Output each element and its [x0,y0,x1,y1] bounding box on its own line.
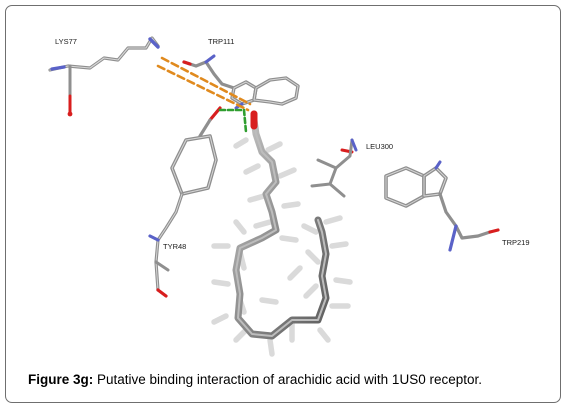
hbond-lys77-2 [156,64,250,112]
residue-trp219 [384,160,500,252]
residue-tyr48 [148,106,222,298]
hbond-interactions [156,56,252,134]
residue-lys77 [48,36,160,117]
label-trp111: TRP111 [208,37,234,46]
figure-frame [5,5,561,403]
ligand-hydrogens [211,137,353,357]
residue-trp111 [182,54,300,110]
figure-caption: Figure 3g: Putative binding interaction … [28,372,558,387]
hbond-tyr48 [218,108,248,134]
ligand-arachidic-acid [211,110,353,357]
hbond-lys77-1 [160,56,252,106]
figure-label: Figure 3g: [28,372,94,387]
caption-text: Putative binding interaction of arachidi… [93,372,482,387]
label-tyr48: TYR48 [163,242,186,251]
label-leu300: LEU300 [366,142,393,151]
residue-leu300 [310,138,358,198]
label-lys77: LYS77 [55,37,77,46]
label-trp219: TRP219 [502,238,530,247]
